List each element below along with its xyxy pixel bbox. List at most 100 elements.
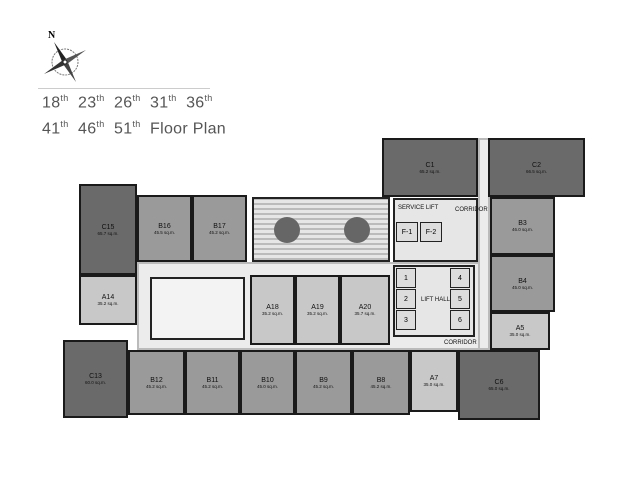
service-lift-f1: F-1 (396, 222, 418, 242)
unit-name: B3 (518, 220, 527, 227)
unit-name: A5 (515, 325, 525, 332)
ordinal-suffix: th (132, 119, 141, 129)
unit-name: B12 (150, 376, 163, 384)
ordinal-suffix: th (60, 93, 69, 103)
unit-area: 45.0 sq.m. (256, 383, 278, 389)
unit-name: C6 (494, 379, 504, 386)
floor-number: 41 (42, 120, 61, 138)
unit-area: 45.2 sq.m. (145, 383, 167, 389)
unit-area: 45.5 sq.m. (153, 229, 175, 235)
unit-name: B17 (213, 222, 226, 230)
floor-number: 36 (186, 94, 205, 112)
corridor-label-south: CORRIDOR (444, 340, 477, 346)
unit-area: 35.2 sq.m. (261, 311, 283, 316)
lift-hall-label: LIFT HALL (421, 297, 450, 303)
floor-plan-title: Floor Plan (150, 120, 226, 138)
lift-2: 2 (396, 289, 416, 309)
unit-name: B4 (518, 277, 527, 285)
service-lift-label: SERVICE LIFT (398, 205, 439, 211)
floor-number: 31 (150, 94, 169, 112)
unit-name: B16 (158, 222, 171, 230)
unit-name: A18 (266, 304, 279, 311)
tree-icon (274, 217, 300, 243)
north-label: N (48, 30, 56, 41)
unit-name: C15 (101, 223, 115, 231)
lift-6: 6 (450, 310, 470, 330)
floor-number: 46 (78, 120, 97, 138)
unit-name: B10 (261, 376, 274, 384)
lift-1: 1 (396, 268, 416, 288)
floor-list-line1: 18th 23th 26th 31th 36th (42, 93, 217, 112)
floor-number: 26 (114, 94, 133, 112)
stair-core-west (150, 277, 245, 340)
unit-area: 45.0 sq.m. (511, 284, 533, 290)
unit-name: A14 (101, 294, 115, 301)
unit-area: 65.2 sq.m. (419, 168, 441, 174)
lift-4: 4 (450, 268, 470, 288)
unit-area: 65.7 sq.m. (97, 230, 119, 236)
unit-name: B9 (319, 376, 328, 384)
tree-icon (344, 217, 370, 243)
unit-area: 35.7 sq.m. (354, 311, 376, 316)
unit-name: C13 (89, 373, 102, 380)
unit-area: 65.0 sq.m. (488, 386, 510, 391)
unit-area: 35.0 sq.m. (423, 382, 445, 387)
unit-name: A20 (358, 304, 372, 311)
unit-area: 35.2 sq.m. (97, 301, 119, 306)
lift-5: 5 (450, 289, 470, 309)
unit-name: A19 (311, 304, 324, 311)
service-lift-f2: F-2 (420, 222, 442, 242)
floor-list-line2: 41th 46th 51th Floor Plan (42, 119, 226, 138)
ordinal-suffix: th (204, 93, 213, 103)
unit-name: C1 (425, 161, 435, 169)
ordinal-suffix: th (96, 119, 105, 129)
unit-area: 35.2 sq.m. (306, 311, 328, 316)
vertical-corridor (478, 138, 490, 350)
floor-number: 51 (114, 120, 133, 138)
unit-name: B11 (206, 376, 219, 384)
divider (38, 88, 210, 89)
compass-icon (44, 42, 86, 82)
corridor-label-north: CORRIDOR (455, 207, 488, 213)
unit-area: 45.2 sq.m. (208, 229, 230, 235)
ordinal-suffix: th (132, 93, 141, 103)
unit-area: 45.2 sq.m. (370, 383, 392, 389)
unit-name: C2 (532, 161, 541, 169)
unit-area: 60.0 sq.m. (84, 380, 106, 385)
lift-3: 3 (396, 310, 416, 330)
unit-area: 46.0 sq.m. (511, 227, 533, 232)
unit-area: 45.2 sq.m. (312, 383, 334, 389)
unit-area: 35.0 sq.m. (509, 332, 531, 337)
unit-name: B8 (376, 376, 386, 384)
compass-rose: N (40, 30, 90, 85)
unit-area: 66.5 sq.m. (525, 168, 547, 174)
unit-name: A7 (429, 375, 439, 382)
floor-number: 23 (78, 94, 97, 112)
garden (252, 197, 390, 262)
ordinal-suffix: th (96, 93, 105, 103)
floor-number: 18 (42, 94, 61, 112)
ordinal-suffix: th (60, 119, 69, 129)
unit-area: 45.2 sq.m. (201, 383, 223, 389)
ordinal-suffix: th (168, 93, 177, 103)
